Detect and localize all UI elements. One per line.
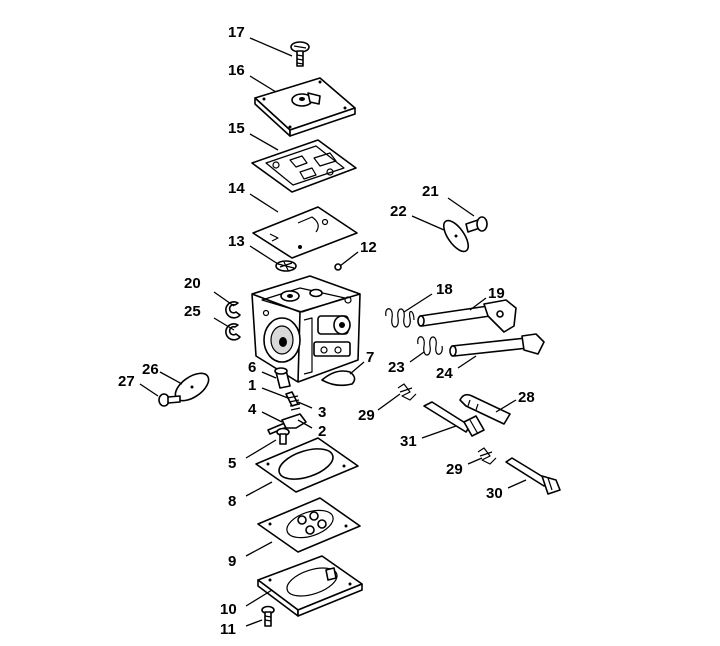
part-12-ball (334, 263, 342, 271)
part-6-fitting (274, 367, 291, 389)
part-28-adjuster (459, 393, 511, 425)
callout-22: 22 (390, 203, 407, 220)
callout-3: 3 (318, 404, 326, 421)
callout-6: 6 (248, 359, 256, 376)
callout-21: 21 (422, 183, 439, 200)
part-1-inlet-needle (285, 391, 299, 407)
callout-31: 31 (400, 433, 417, 450)
part-17-screw (290, 41, 310, 67)
part-11-screw (261, 605, 275, 627)
part-31-adjusting-screw (423, 401, 485, 437)
leader-lines (139, 37, 527, 627)
part-29-spring-lower (477, 447, 497, 465)
callout-5: 5 (228, 455, 236, 472)
part-24-choke-shaft (449, 333, 545, 357)
carburetor-body (251, 275, 361, 383)
callout-11: 11 (220, 621, 236, 638)
callout-27: 27 (118, 373, 135, 390)
part-22-choke-shutter (442, 219, 470, 253)
part-16-cover-plate (254, 77, 356, 137)
part-15-gasket (251, 139, 357, 193)
part-9-diaphragm (257, 497, 361, 553)
part-23-spring (417, 336, 443, 356)
part-18-spring (385, 308, 415, 328)
callout-29-lower: 29 (446, 461, 463, 478)
callout-7: 7 (366, 349, 374, 366)
part-13-screen (275, 260, 297, 272)
part-21-screw (465, 216, 488, 233)
callout-26: 26 (142, 361, 159, 378)
callout-17: 17 (228, 24, 245, 41)
callout-18: 18 (436, 281, 453, 298)
callout-15: 15 (228, 120, 245, 137)
part-30-adjusting-screw (505, 457, 561, 495)
callout-28: 28 (518, 389, 535, 406)
callout-8: 8 (228, 493, 236, 510)
part-27-screw (158, 393, 181, 407)
callout-4: 4 (248, 401, 257, 418)
callout-12: 12 (360, 239, 377, 256)
callout-29-upper: 29 (358, 407, 375, 424)
callout-14: 14 (228, 180, 245, 197)
part-14-metering-diaphragm (252, 206, 358, 259)
callout-13: 13 (228, 233, 245, 250)
callout-16: 16 (228, 62, 245, 79)
callout-23: 23 (388, 359, 405, 376)
callout-30: 30 (486, 485, 503, 502)
callout-labels: 17 16 15 14 13 12 21 22 20 25 18 19 23 2… (118, 24, 535, 638)
part-7-lever (321, 370, 356, 387)
callout-24: 24 (436, 365, 453, 382)
part-2-inlet-lever (281, 413, 307, 429)
callout-2: 2 (318, 423, 326, 440)
callout-25: 25 (184, 303, 201, 320)
part-19-throttle-shaft (417, 299, 517, 333)
callout-1: 1 (248, 377, 256, 394)
callout-9: 9 (228, 553, 236, 570)
part-3-spring (287, 395, 301, 411)
callout-20: 20 (184, 275, 201, 292)
part-10-pump-cover (257, 555, 363, 617)
callout-10: 10 (220, 601, 237, 618)
part-29-spring-upper (397, 383, 417, 401)
part-20-e-clip (225, 301, 241, 319)
part-5-screw (276, 427, 290, 445)
callout-19: 19 (488, 285, 505, 302)
part-8-gasket (255, 437, 359, 493)
